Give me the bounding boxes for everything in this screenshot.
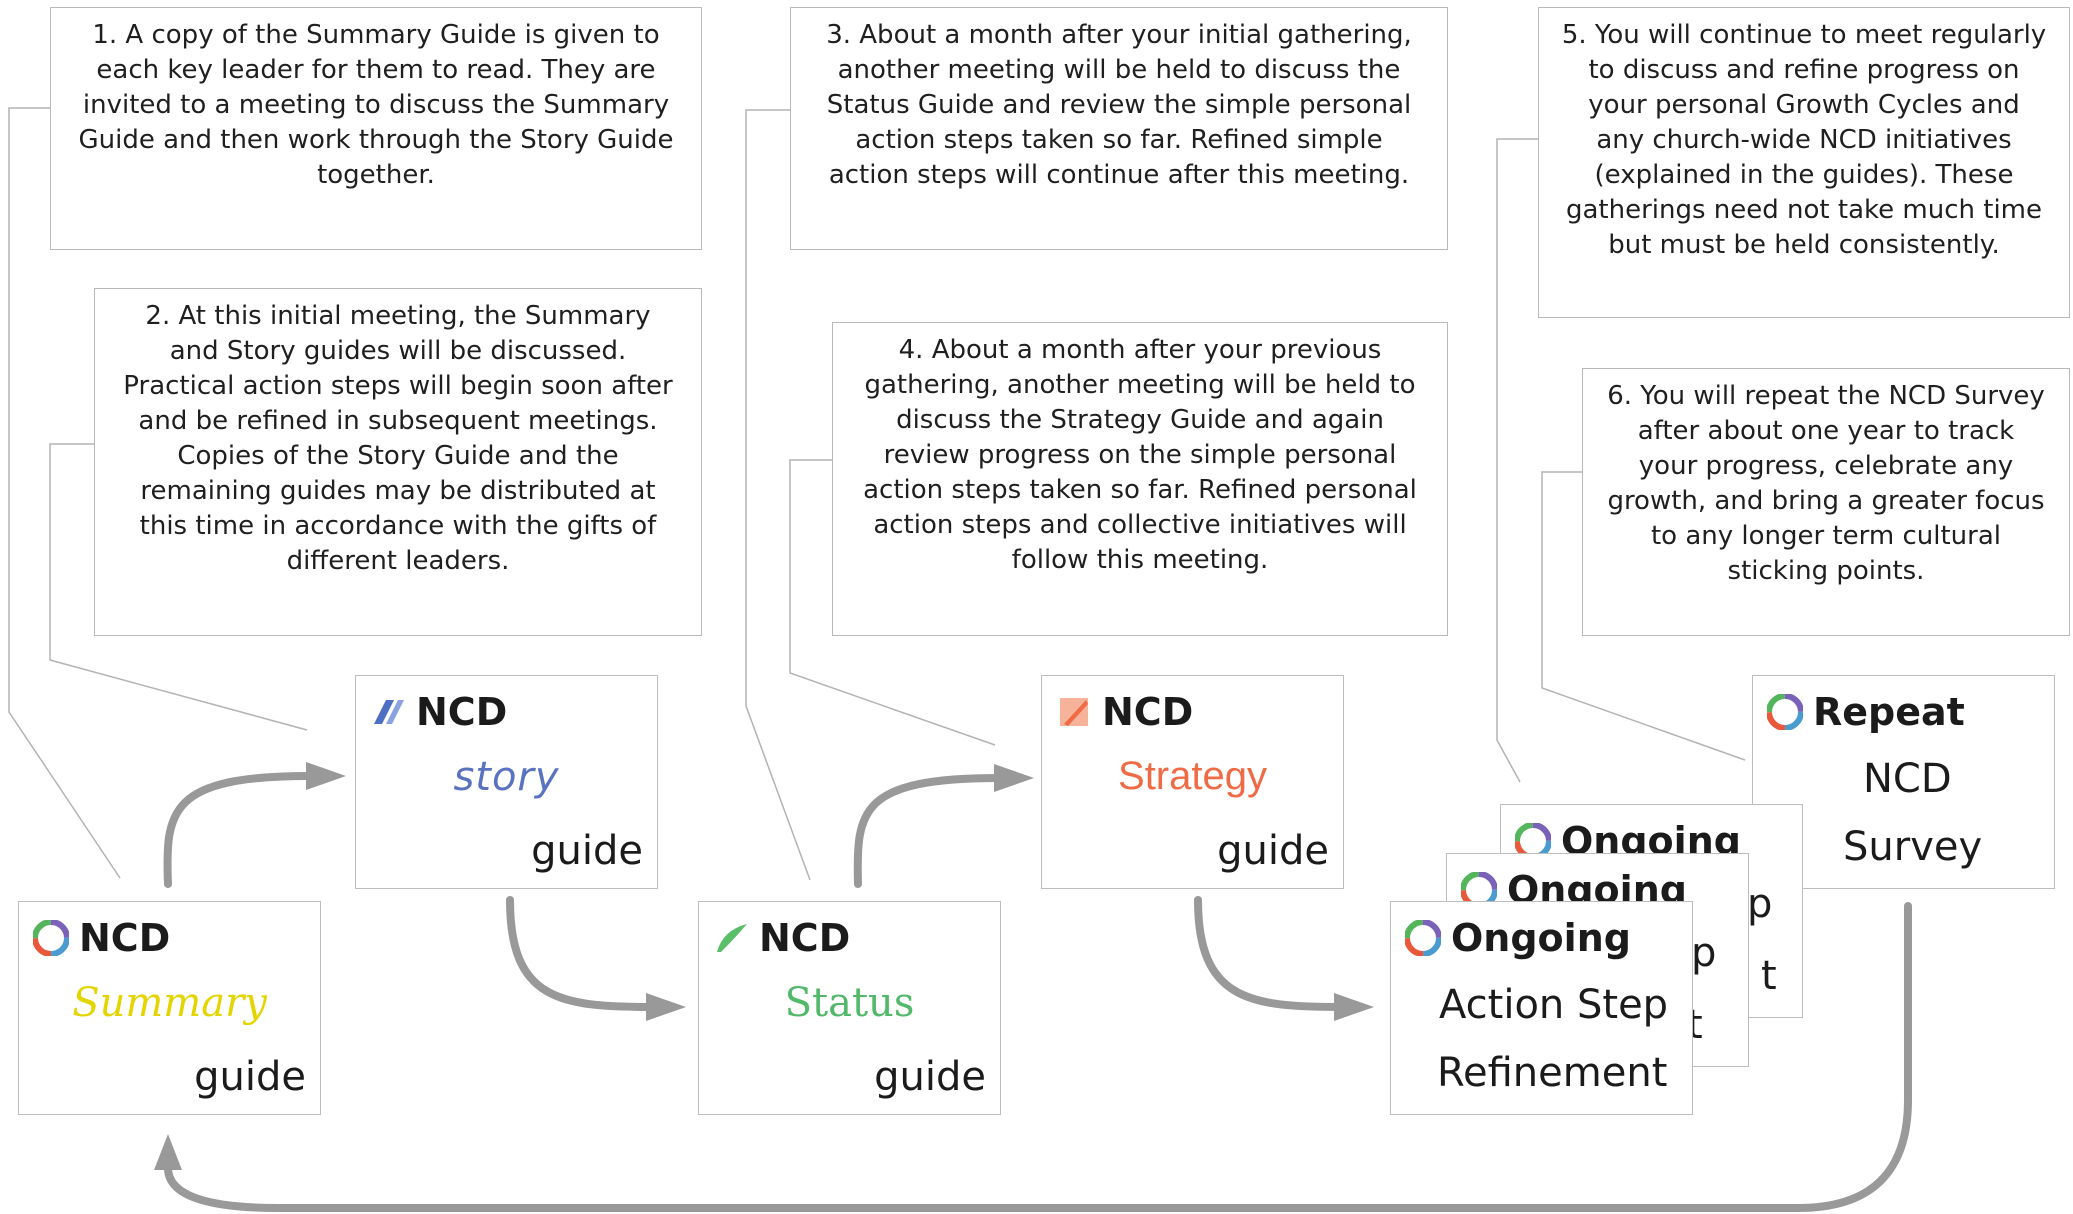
note-6: 6. You will repeat the NCD Survey after … [1582, 368, 2070, 636]
repeat-line-1: NCD [1863, 756, 1952, 802]
strategy-guide-card: NCD Strategy guide [1041, 675, 1344, 889]
summary-subject: Summary [72, 980, 267, 1026]
connector-note-2 [49, 443, 308, 731]
ongoing-back-2-peek-1: p [1691, 930, 1717, 976]
story-guide-card: NCD story guide [355, 675, 658, 889]
repeat-line-2: Survey [1843, 824, 1983, 870]
summary-guide-card: NCD Summary guide [18, 901, 321, 1115]
strategy-brand: NCD [1102, 690, 1194, 734]
status-suffix: guide [874, 1054, 986, 1100]
ncd-orange-logo-icon [1060, 698, 1088, 726]
ongoing-back-1-peek-1: p [1747, 881, 1773, 927]
note-5: 5. You will continue to meet regularly t… [1538, 7, 2070, 318]
status-brand: NCD [759, 916, 851, 960]
strategy-subject: Strategy [1118, 754, 1267, 798]
summary-brand: NCD [79, 916, 171, 960]
note-2: 2. At this initial meeting, the Summary … [94, 288, 702, 636]
ongoing-line-2: Refinement [1437, 1050, 1668, 1096]
ncd-green-logo-icon [717, 924, 747, 952]
story-subject: story [453, 754, 560, 800]
ncd-multicolor-logo-icon [1405, 920, 1441, 956]
connector-note-6 [1541, 471, 1746, 761]
ongoing-line-1: Action Step [1439, 982, 1669, 1028]
repeat-brand: Repeat [1813, 690, 1965, 734]
ncd-multicolor-logo-icon [33, 920, 69, 956]
ncd-multicolor-logo-icon [1767, 694, 1803, 730]
connector-note-1 [8, 107, 121, 879]
status-subject: Status [784, 980, 915, 1026]
connector-note-4 [789, 459, 996, 746]
ongoing-brand: Ongoing [1451, 916, 1631, 960]
status-guide-card: NCD Status guide [698, 901, 1001, 1115]
note-4: 4. About a month after your previous gat… [832, 322, 1448, 636]
story-brand: NCD [416, 690, 508, 734]
story-suffix: guide [531, 828, 643, 874]
connector-note-5 [1496, 138, 1538, 783]
note-3: 3. About a month after your initial gath… [790, 7, 1448, 250]
ncd-blue-logo-icon [374, 700, 404, 724]
connector-note-3 [745, 109, 811, 881]
strategy-suffix: guide [1217, 828, 1329, 874]
note-1: 1. A copy of the Summary Guide is given … [50, 7, 702, 250]
ongoing-action-step-card: Ongoing Action Step Refinement [1390, 901, 1693, 1115]
summary-suffix: guide [194, 1054, 306, 1100]
ongoing-back-1-peek-2: t [1761, 953, 1777, 999]
